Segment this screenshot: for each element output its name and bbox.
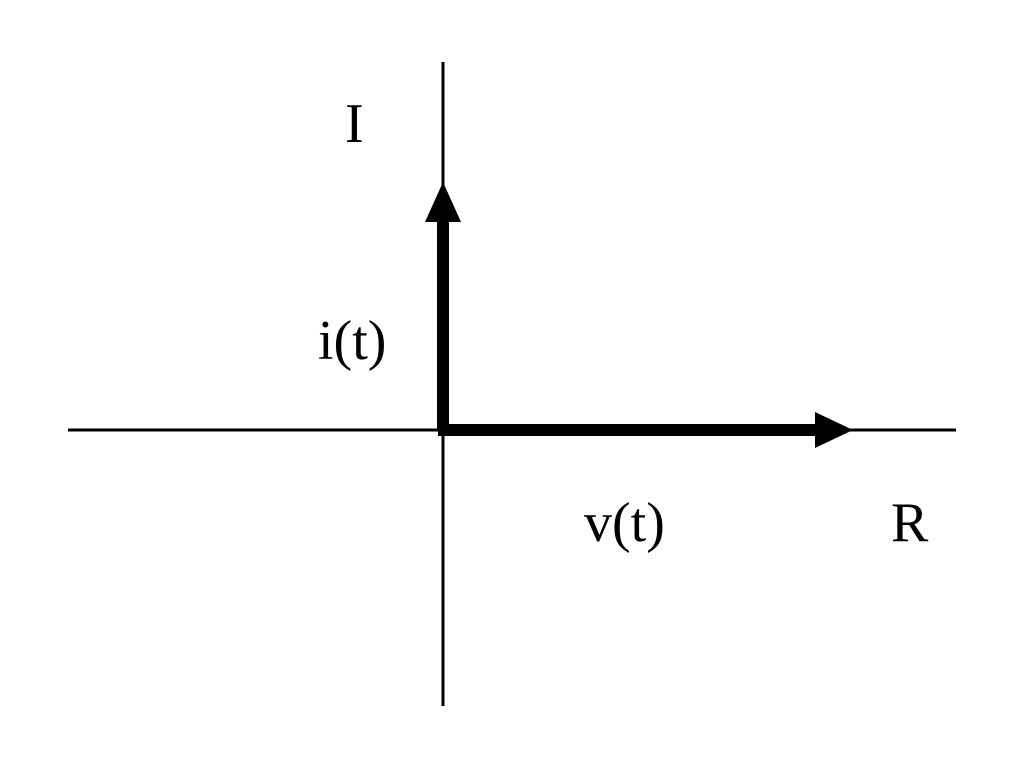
current-phasor-label: i(t) <box>318 310 386 372</box>
real-axis-label: R <box>891 492 929 554</box>
current-phasor-arrowhead <box>425 182 461 222</box>
voltage-phasor-label: v(t) <box>584 492 665 554</box>
voltage-phasor-arrowhead <box>815 412 853 448</box>
imaginary-axis-label: I <box>345 93 364 155</box>
